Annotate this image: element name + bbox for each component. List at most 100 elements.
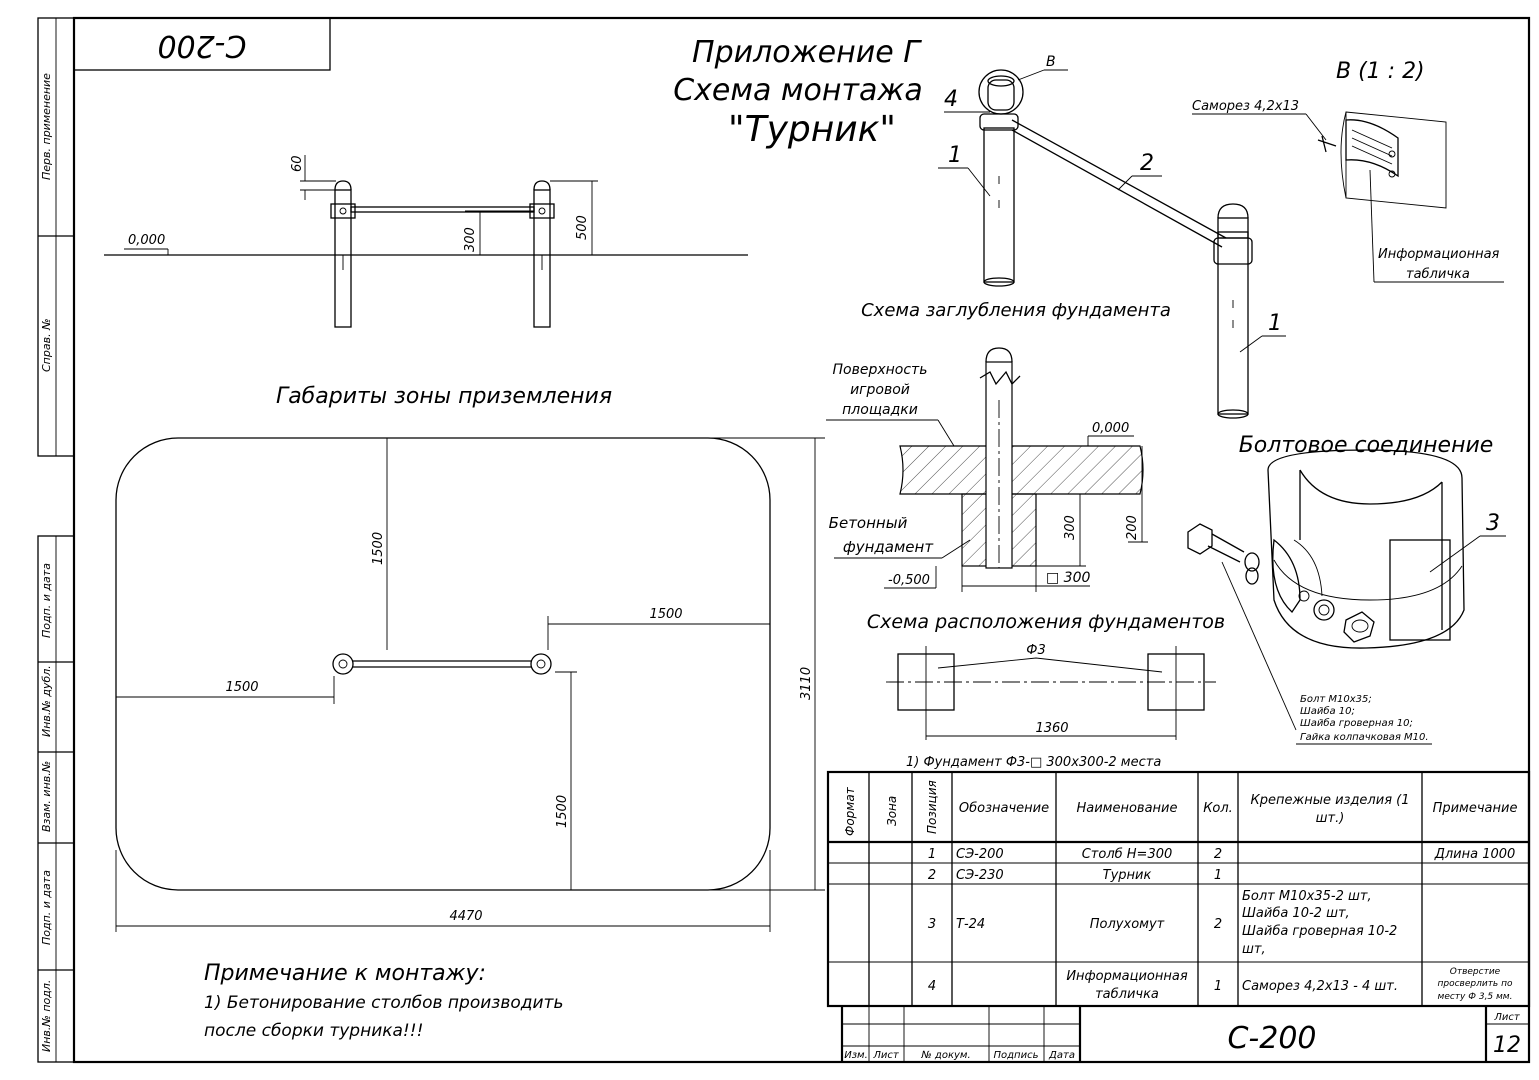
- front-level-label: 0,000: [128, 233, 165, 248]
- depth-level-top: 0,000: [1092, 421, 1129, 436]
- cell-note-2: просверлить по: [1437, 979, 1512, 989]
- th-position: Позиция: [925, 780, 939, 834]
- foundation-depth: Схема заглубления фундамента Поверхность…: [826, 300, 1171, 592]
- title-line-2: Схема монтажа: [673, 73, 923, 108]
- layout-f3: Ф3: [1026, 643, 1045, 658]
- cell-fasteners-1: Болт М10х35-2 шт,: [1242, 889, 1372, 904]
- depth-level-bottom: -0,500: [888, 573, 930, 588]
- zone-dim-height: 3110: [799, 667, 814, 700]
- th-name: Наименование: [1076, 801, 1177, 816]
- stamp-list: Лист: [872, 1050, 900, 1061]
- zone-dim-top: 1500: [371, 532, 386, 565]
- cell-qty: 1: [1214, 979, 1222, 994]
- front-dim-60: 60: [290, 155, 305, 172]
- bolt-part-1: Болт М10х35;: [1300, 694, 1372, 705]
- cell-pos: 1: [928, 847, 936, 862]
- cell-name: Турник: [1103, 868, 1152, 883]
- depth-surface-line-2: игровой: [850, 382, 910, 398]
- depth-concrete-line-2: фундамент: [843, 538, 934, 556]
- side-strip: Перв. применение Справ. № Подп. и дата И…: [40, 73, 53, 1052]
- layout-note: 1) Фундамент Ф3-□ 300х300-2 места: [906, 755, 1161, 770]
- sheet-frame: [37, 16, 1531, 1064]
- cell-name-line-1: Информационная: [1066, 969, 1188, 984]
- detail-plate-line-1: Информационная: [1378, 247, 1500, 262]
- cell-pos: 4: [928, 979, 936, 994]
- cell-designation: СЭ-230: [956, 868, 1004, 883]
- stamp-sheet-label: Лист: [1493, 1012, 1521, 1023]
- bolt-part-4: Гайка колпачковая М10.: [1300, 732, 1429, 743]
- foundation-layout: Схема расположения фундаментов Ф3 1360 1…: [867, 611, 1225, 770]
- stamp-doc: № докум.: [920, 1050, 970, 1061]
- th-qty: Кол.: [1203, 801, 1233, 816]
- th-zone: Зона: [885, 796, 899, 826]
- bolt-part-2: Шайба 10;: [1300, 705, 1355, 717]
- title-line-3: "Турник": [728, 109, 896, 150]
- bolt-title: Болтовое соединение: [1239, 433, 1494, 458]
- mount-note-title: Примечание к монтажу:: [204, 961, 486, 986]
- cell-qty: 2: [1214, 847, 1222, 862]
- stamp-date: Дата: [1048, 1050, 1075, 1061]
- spec-table: Формат Зона Позиция Обозначение Наименов…: [826, 770, 1531, 1008]
- table-row: 2 СЭ-230 Турник 1: [928, 868, 1222, 883]
- iso-label-1b: 1: [1268, 311, 1282, 336]
- side-label-vzam: Взам. инв.№: [40, 761, 53, 832]
- cell-qty: 2: [1214, 917, 1222, 932]
- cell-fasteners-2: Шайба 10-2 шт,: [1242, 906, 1350, 921]
- th-note: Примечание: [1433, 801, 1518, 816]
- depth-dim-200: 200: [1125, 515, 1140, 540]
- zone-dim-right-top: 1500: [649, 607, 682, 622]
- depth-surface-line-3: площадки: [842, 402, 918, 418]
- detail-title: В (1 : 2): [1336, 59, 1425, 84]
- cell-name: Полухомут: [1090, 917, 1165, 932]
- stamp-sign: Подпись: [994, 1050, 1039, 1061]
- table-row: 4 Информационная табличка 1 Саморез 4,2х…: [928, 967, 1513, 1002]
- detail-screw-label: Саморез 4,2х13: [1192, 99, 1299, 114]
- zone-title: Габариты зоны приземления: [276, 384, 612, 409]
- side-label-inv-podl: Инв.№ подл.: [40, 980, 53, 1052]
- depth-title: Схема заглубления фундамента: [861, 300, 1171, 321]
- cell-fasteners-3: Шайба гроверная 10-2: [1242, 924, 1397, 939]
- zone-dim-left: 1500: [225, 680, 258, 695]
- table-row: 1 СЭ-200 Столб Н=300 2 Длина 1000: [928, 847, 1515, 862]
- side-label-inv-dubl: Инв.№ дубл.: [40, 665, 53, 737]
- zone-dim-bottom: 1500: [555, 795, 570, 828]
- title-stamp: Изм. Лист № докум. Подпись Дата С-200 Ли…: [840, 1005, 1529, 1062]
- iso-label-4: 4: [944, 87, 958, 112]
- th-designation: Обозначение: [959, 801, 1049, 816]
- layout-title: Схема расположения фундаментов: [867, 611, 1225, 633]
- stamp-sheet-no: 12: [1493, 1033, 1521, 1058]
- cell-name-line-2: табличка: [1095, 987, 1159, 1002]
- stamp-izm: Изм.: [844, 1050, 868, 1061]
- depth-size: □ 300: [1046, 570, 1090, 586]
- side-label-perv: Перв. применение: [40, 73, 53, 180]
- cell-designation: СЭ-200: [956, 847, 1004, 862]
- mirrored-code-box: С-200: [73, 17, 331, 71]
- iso-label-2: 2: [1140, 151, 1154, 176]
- title-line-1: Приложение Г: [692, 35, 922, 70]
- layout-dim-1360: 1360: [1035, 721, 1068, 736]
- bolt-part-3: Шайба гроверная 10;: [1300, 717, 1413, 729]
- front-view: 0,000 60 300 500: [104, 155, 748, 328]
- zone-dim-width: 4470: [449, 909, 482, 924]
- front-dim-500: 500: [575, 215, 590, 240]
- th-fasteners-line-2: шт.): [1316, 811, 1345, 826]
- side-label-podp-2: Подп. и дата: [40, 870, 53, 945]
- cell-name: Столб Н=300: [1082, 847, 1173, 862]
- iso-label-1a: 1: [948, 143, 962, 168]
- sheet-title: Приложение Г Схема монтажа "Турник": [673, 35, 923, 150]
- landing-zone: Габариты зоны приземления 1500 1500 1500…: [115, 384, 825, 932]
- cell-qty: 1: [1214, 868, 1222, 883]
- mirrored-code: С-200: [157, 28, 246, 63]
- side-label-podp-1: Подп. и дата: [40, 563, 53, 638]
- cell-note-1: Отверстие: [1450, 967, 1501, 977]
- depth-dim-300: 300: [1063, 515, 1078, 540]
- cell-pos: 3: [928, 917, 936, 932]
- front-dim-300: 300: [463, 227, 478, 252]
- cell-note: Длина 1000: [1434, 847, 1516, 862]
- th-format: Формат: [843, 786, 857, 836]
- iso-label-v: В: [1046, 54, 1056, 70]
- table-row: 3 Т-24 Полухомут 2 Болт М10х35-2 шт, Шай…: [928, 889, 1397, 957]
- cell-note-3: месту Ф 3,5 мм.: [1438, 992, 1513, 1002]
- bolt-connection: Болтовое соединение 3 Болт М10х35; Шайба…: [1187, 433, 1506, 745]
